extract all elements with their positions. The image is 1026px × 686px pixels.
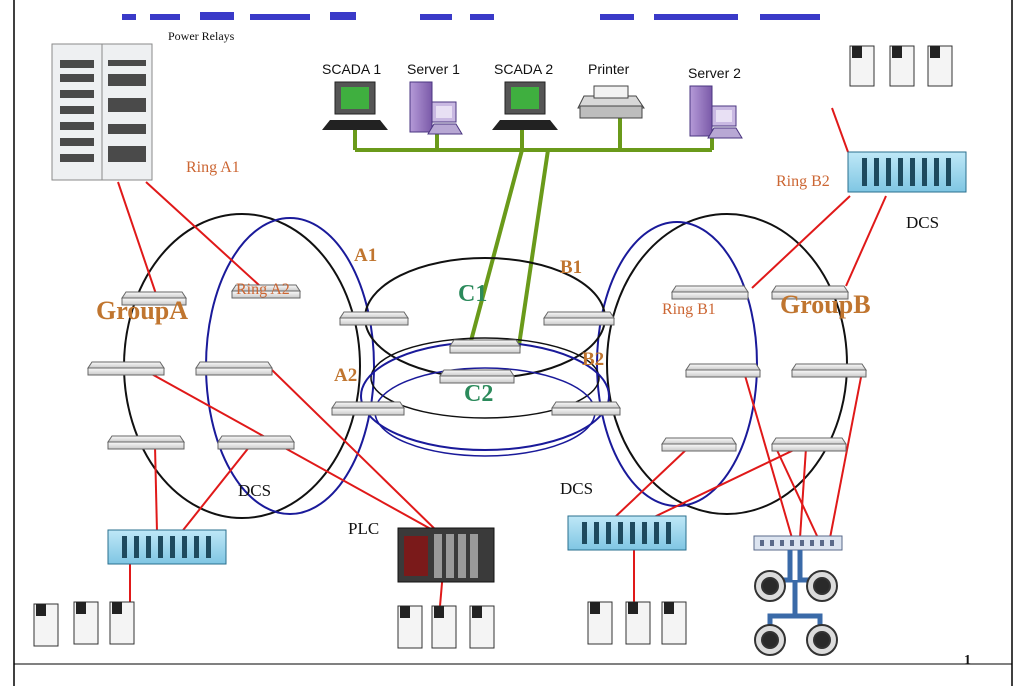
switch — [791, 369, 867, 378]
field-module-tops — [36, 46, 940, 618]
scada1-computer-icon — [322, 81, 388, 130]
ethernet-bus — [353, 118, 714, 353]
core-c1-label: C1 — [458, 281, 488, 307]
switch — [543, 317, 615, 326]
dcs-module-right — [847, 151, 967, 193]
power-relays-label: Power Relays — [168, 29, 235, 43]
switch — [671, 291, 749, 300]
printer-label: Printer — [588, 61, 630, 77]
switch — [339, 317, 409, 326]
node-b1-label: B1 — [560, 257, 583, 278]
switch — [439, 375, 515, 384]
switch — [551, 407, 621, 416]
core-c2-label: C2 — [464, 381, 494, 407]
group-b-label: GroupB — [780, 290, 871, 319]
cropped-title-fragments — [122, 12, 820, 20]
meter-hub — [753, 535, 843, 551]
meter-icons — [754, 570, 838, 656]
plc-label: PLC — [348, 519, 380, 538]
node-a2-label: A2 — [334, 365, 358, 386]
switch — [449, 345, 521, 354]
server2-label: Server 2 — [688, 65, 741, 81]
scada2-label: SCADA 2 — [494, 61, 554, 77]
switch — [217, 441, 295, 450]
switch — [195, 367, 273, 376]
switch — [661, 443, 737, 452]
ring-a2-label: Ring A2 — [236, 281, 290, 298]
ring-a1-label: Ring A1 — [186, 159, 240, 176]
server2-tower-icon — [689, 85, 743, 139]
switch — [121, 297, 187, 306]
dcs-label-right: DCS — [906, 213, 940, 232]
server1-label: Server 1 — [407, 61, 460, 77]
scada1-label: SCADA 1 — [322, 61, 382, 77]
page-mark: 1 — [964, 653, 971, 668]
dcs-label-center: DCS — [560, 479, 594, 498]
plc-icon — [397, 527, 495, 583]
switch — [771, 291, 849, 300]
fiber-links — [117, 107, 887, 607]
dcs-module-left — [107, 529, 227, 565]
switch — [107, 441, 185, 450]
switches — [87, 284, 867, 452]
dcs-module-center — [567, 515, 687, 551]
dcs-label-left: DCS — [238, 481, 272, 500]
server1-tower-icon — [409, 81, 463, 135]
node-a1-label: A1 — [354, 245, 378, 266]
switch — [231, 290, 301, 299]
switch — [87, 367, 165, 376]
power-relay-cabinet — [51, 43, 153, 181]
switch — [771, 443, 847, 452]
ring-b2-label: Ring B2 — [776, 173, 830, 190]
group-a-label: GroupA — [96, 296, 188, 325]
scada2-computer-icon — [492, 81, 558, 130]
node-b2-label: B2 — [582, 349, 605, 370]
ring-b1-label: Ring B1 — [662, 301, 716, 318]
switch — [331, 407, 405, 416]
switch — [685, 369, 761, 378]
printer-icon — [577, 85, 645, 119]
